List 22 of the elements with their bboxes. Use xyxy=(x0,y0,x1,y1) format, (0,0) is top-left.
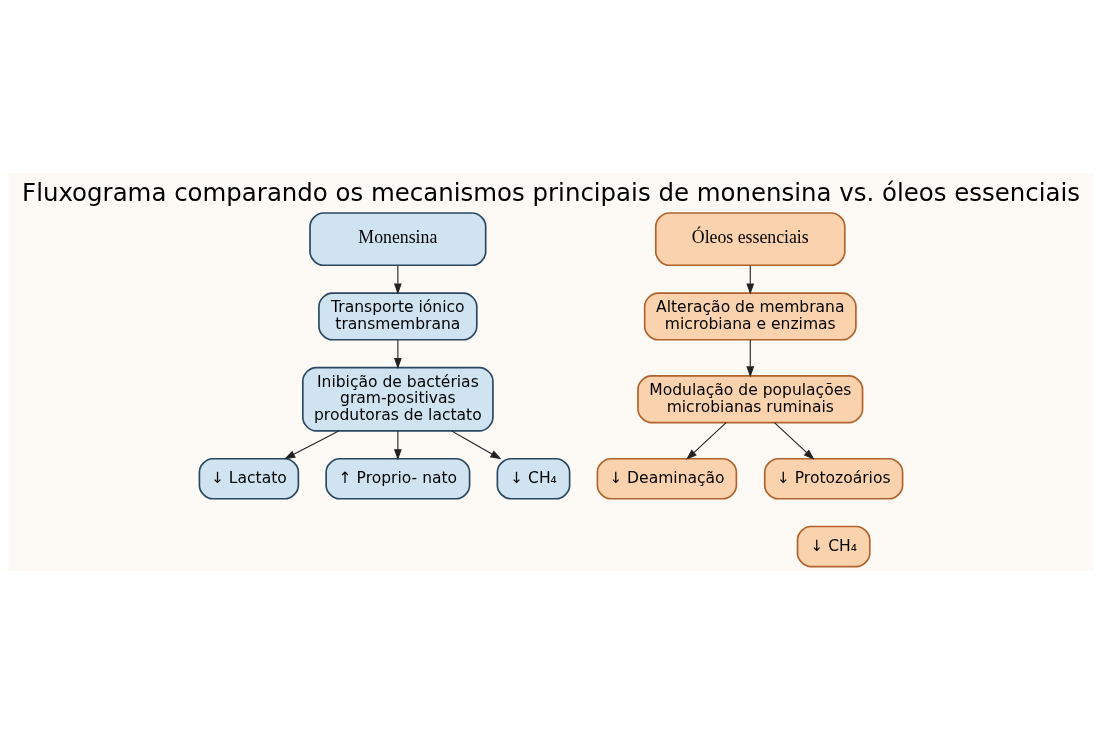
node-box: ↓ Deaminação xyxy=(596,457,738,500)
node-box: ↓ Protozoários xyxy=(763,457,904,500)
diagram-title: Fluxograma comparando os mecanismos principais de monensina vs. óleos essenciais xyxy=(22,177,1080,207)
node-box: Inibição de bactérias gram-positivas produtoras de lactato xyxy=(301,366,494,432)
node-box: ↓ CH₄ xyxy=(796,525,871,567)
arrow xyxy=(393,338,402,369)
arrow xyxy=(746,338,755,377)
arrow xyxy=(393,264,402,295)
node-box: Monensina xyxy=(309,211,487,266)
arrow xyxy=(686,421,727,460)
arrow xyxy=(746,264,755,295)
arrow xyxy=(451,430,502,459)
arrow xyxy=(773,421,815,460)
node-box: Óleos essenciais xyxy=(654,211,846,266)
node-box: ↑ Proprio- nato xyxy=(325,457,471,500)
node-box: Modulação de populações microbianas ruminais xyxy=(637,374,864,423)
node-box: ↓ CH₄ xyxy=(496,457,571,500)
node-box: Alteração de membrana microbiana e enzimas xyxy=(643,291,857,341)
arrow xyxy=(284,430,340,459)
arrow xyxy=(393,430,402,460)
node-box: ↓ Lactato xyxy=(198,457,300,500)
node-box: Transporte iónico transmembrana xyxy=(318,291,478,341)
